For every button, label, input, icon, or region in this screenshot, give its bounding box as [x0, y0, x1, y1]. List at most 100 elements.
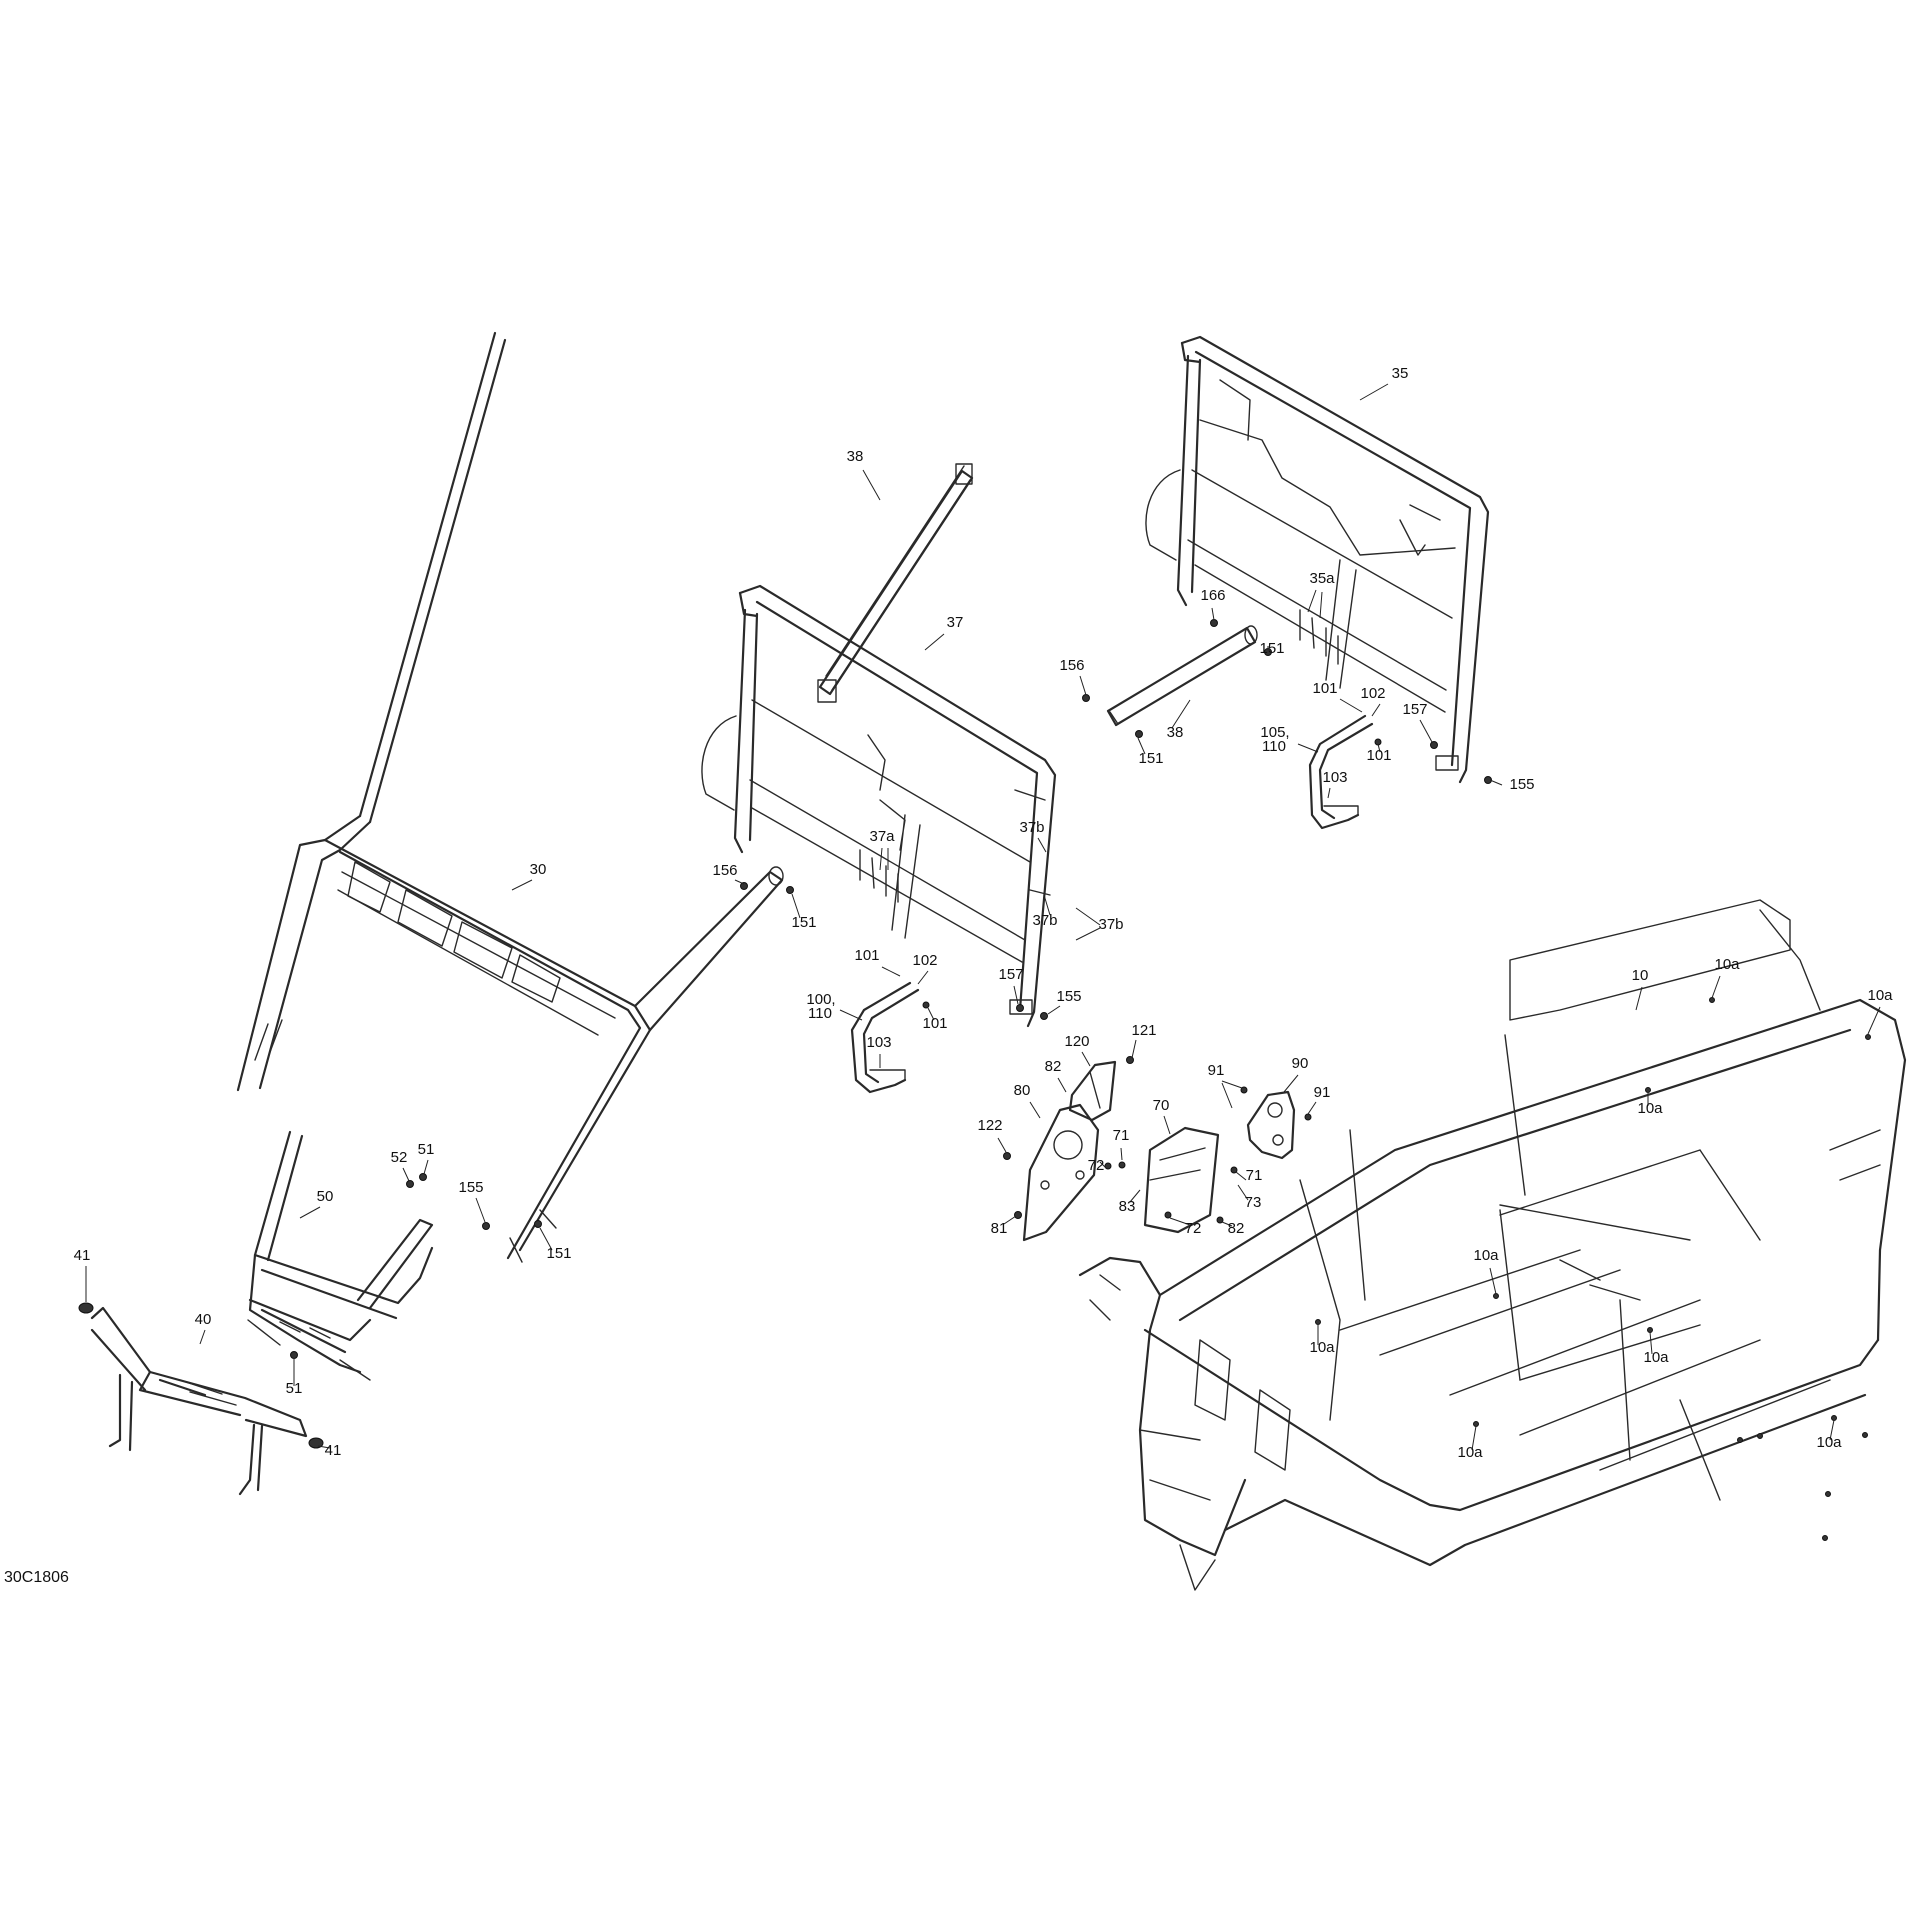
callout-c73: 73 [1245, 1194, 1262, 1211]
callout-c35: 35 [1392, 365, 1409, 382]
callout-c120: 120 [1064, 1033, 1089, 1050]
callout-c51b: 51 [286, 1380, 303, 1397]
callout-c10a2: 10a [1867, 987, 1893, 1004]
part-10-main-chassis [1078, 899, 1907, 1591]
fastener-71b [1230, 1166, 1238, 1174]
callout-c30: 30 [530, 861, 547, 878]
fastener-10a-12 [1825, 1491, 1831, 1497]
diagram-code: 30C1806 [4, 1569, 69, 1586]
callout-c151a: 151 [1259, 640, 1284, 657]
callout-c151b: 151 [1138, 750, 1163, 767]
callout-c40: 40 [195, 1311, 212, 1328]
fastener-10a-11 [1862, 1432, 1868, 1438]
callout-c50: 50 [317, 1188, 334, 1205]
fastener-10a-10 [1757, 1433, 1763, 1439]
callout-c110b: 110 [808, 1005, 832, 1022]
callout-c151d: 151 [546, 1245, 571, 1262]
part-100-grab-handle [850, 981, 920, 1094]
fastener-10a-4 [1493, 1293, 1499, 1299]
callout-c51a: 51 [418, 1141, 435, 1158]
callout-c101b: 101 [1366, 747, 1391, 764]
callout-c10a6: 10a [1643, 1349, 1669, 1366]
callout-c10a7: 10a [1457, 1444, 1483, 1461]
callout-c72b: 72 [1185, 1220, 1202, 1237]
callout-c37b1: 37b [1019, 819, 1044, 836]
fastener-10a-1 [1709, 997, 1715, 1003]
part-105-grab-handle [1308, 714, 1374, 830]
callout-c35a: 35a [1309, 570, 1335, 587]
fastener-10a-5 [1315, 1319, 1321, 1325]
part-90-bracket [1246, 1090, 1296, 1160]
part-80-mounting-plate [1022, 1103, 1100, 1242]
fastener-156-upper [1082, 694, 1090, 702]
callout-c166: 166 [1200, 587, 1225, 604]
fastener-51-lower [290, 1351, 298, 1359]
callout-c102b: 102 [912, 952, 937, 969]
fastener-72b [1164, 1211, 1172, 1219]
fastener-91a [1240, 1086, 1248, 1094]
callout-c71b: 71 [1246, 1167, 1263, 1184]
callout-c52: 52 [391, 1149, 408, 1166]
fastener-10a-2 [1865, 1034, 1871, 1040]
callout-c80: 80 [1014, 1082, 1031, 1099]
callout-c83: 83 [1119, 1198, 1136, 1215]
callout-c91b: 91 [1314, 1084, 1331, 1101]
part-38-upper-cross-brace [817, 463, 974, 703]
fastener-10a-13 [1822, 1535, 1828, 1541]
fastener-10a-8 [1831, 1415, 1837, 1421]
callout-c156a: 156 [1059, 657, 1084, 674]
callout-c10a5: 10a [1309, 1339, 1335, 1356]
part-37-middle-cage-frame [701, 584, 1057, 1028]
callout-c72a: 72 [1088, 1157, 1105, 1174]
callout-c37b2: 37b [1032, 912, 1057, 929]
callout-c103a: 103 [1322, 769, 1347, 786]
part-120-bracket [1068, 1060, 1117, 1122]
callout-c101d: 101 [922, 1015, 947, 1032]
callout-c81: 81 [991, 1220, 1008, 1237]
callout-c38b: 38 [1167, 724, 1184, 741]
fastener-10a-7 [1473, 1421, 1479, 1427]
fastener-155-middle [1040, 1012, 1048, 1020]
callout-c10a3: 10a [1637, 1100, 1663, 1117]
callout-c82a: 82 [1045, 1058, 1062, 1075]
fastener-151-upper-b [1135, 730, 1143, 738]
fastener-10a-3 [1645, 1087, 1651, 1093]
part-70-skid-plate [1143, 1126, 1220, 1234]
fastener-122 [1003, 1152, 1011, 1160]
grommet-41-left [78, 1302, 94, 1314]
fastener-82b [1216, 1216, 1224, 1224]
callout-c37a: 37a [869, 828, 895, 845]
fastener-10a-9 [1737, 1437, 1743, 1443]
callout-c101c: 101 [854, 947, 879, 964]
part-35-rear-cage-frame [1145, 335, 1490, 784]
callout-c102a: 102 [1360, 685, 1385, 702]
fastener-72a [1104, 1162, 1112, 1170]
part-40-lower-front-bumper [90, 1306, 308, 1496]
fastener-156-middle [740, 882, 748, 890]
callout-c71a: 71 [1113, 1127, 1130, 1144]
callout-c101a: 101 [1312, 680, 1337, 697]
callout-c41b: 41 [325, 1442, 342, 1459]
callout-c157a: 157 [1402, 701, 1427, 718]
callout-c103b: 103 [866, 1034, 891, 1051]
fastener-157-upper [1430, 741, 1438, 749]
fastener-71a [1118, 1161, 1126, 1169]
fastener-10a-6 [1647, 1327, 1653, 1333]
fastener-51-upper [419, 1173, 427, 1181]
callout-c122: 122 [977, 1117, 1002, 1134]
fastener-52 [406, 1180, 414, 1188]
part-30-front-roll-bar [236, 331, 784, 1263]
callout-c91a: 91 [1208, 1062, 1225, 1079]
grommet-41-right [308, 1437, 324, 1449]
part-50-front-bumper-frame [247, 1130, 434, 1381]
callout-c157b: 157 [998, 966, 1023, 983]
fastener-151-middle [786, 886, 794, 894]
callout-c10a1: 10a [1714, 956, 1740, 973]
callout-c10a8: 10a [1816, 1434, 1842, 1451]
fastener-101-middle [922, 1001, 930, 1009]
callout-c41a: 41 [74, 1247, 91, 1264]
callout-c110a: 110 [1262, 738, 1286, 755]
fastener-155-lower [482, 1222, 490, 1230]
callout-c90: 90 [1292, 1055, 1309, 1072]
